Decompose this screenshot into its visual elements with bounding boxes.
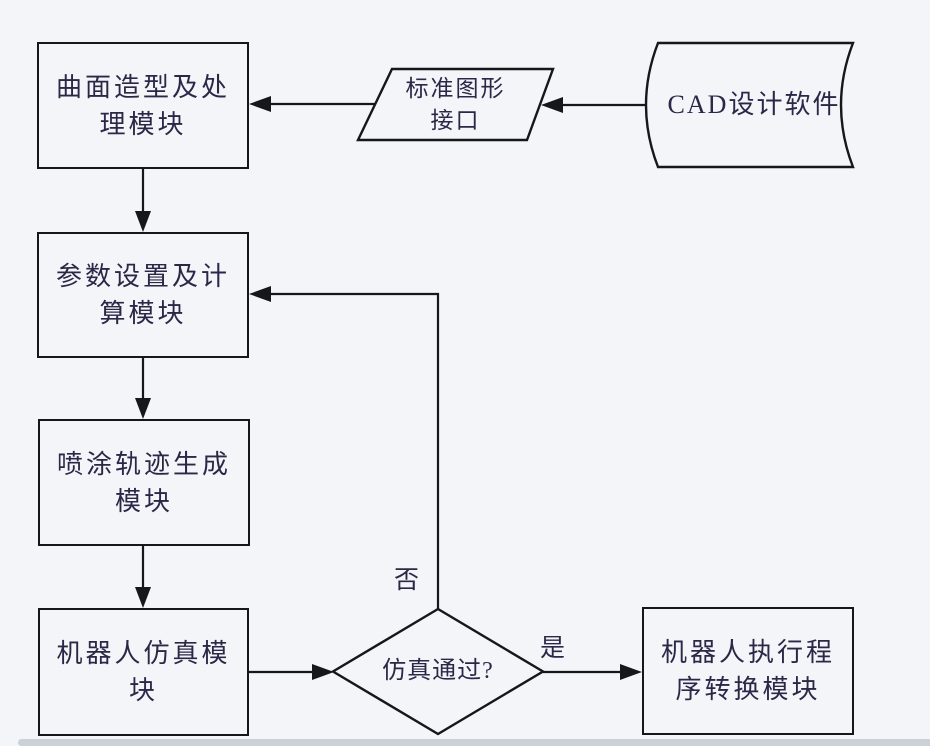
simulation-module-node — [38, 608, 249, 736]
arrowhead-left-to-interface — [541, 97, 563, 113]
converter-module-node — [642, 607, 854, 735]
arrowhead-down-to-trajectory — [135, 398, 151, 419]
arrowhead-right-to-decision — [312, 664, 334, 680]
arrowhead-down-to-simulation — [135, 587, 151, 608]
surface-module-label: 曲面造型及处 理模块 — [55, 72, 230, 139]
param-module-node — [37, 232, 249, 358]
branch-label-no: 否 — [394, 567, 420, 594]
surface-module-node — [37, 42, 249, 169]
graphics-interface-label: 标准图形 接口 — [405, 75, 506, 133]
simulation-module-label: 机器人仿真模 块 — [56, 639, 231, 705]
window-bottom-edge — [18, 739, 930, 746]
trajectory-module-label: 喷涂轨迹生成 模块 — [56, 449, 231, 516]
arrowhead-left-to-surface — [249, 96, 271, 112]
arrowhead-right-to-converter — [620, 664, 642, 680]
connector-decision-feedback-to-param — [270, 292, 440, 609]
graphics-interface-parallelogram — [356, 67, 555, 142]
cad-software-label: CAD设计软件 — [667, 90, 841, 119]
param-module-label: 参数设置及计 算模块 — [55, 262, 230, 328]
branch-label-yes: 是 — [540, 635, 566, 662]
arrowhead-left-to-param-feedback — [249, 286, 271, 302]
decision-diamond — [330, 607, 546, 736]
cad-software-stored-data-shape — [644, 41, 855, 169]
decision-label: 仿真通过? — [382, 658, 494, 684]
converter-module-label: 机器人执行程 序转换模块 — [660, 638, 835, 704]
arrowhead-down-to-param — [135, 211, 151, 232]
trajectory-module-node — [38, 419, 250, 546]
